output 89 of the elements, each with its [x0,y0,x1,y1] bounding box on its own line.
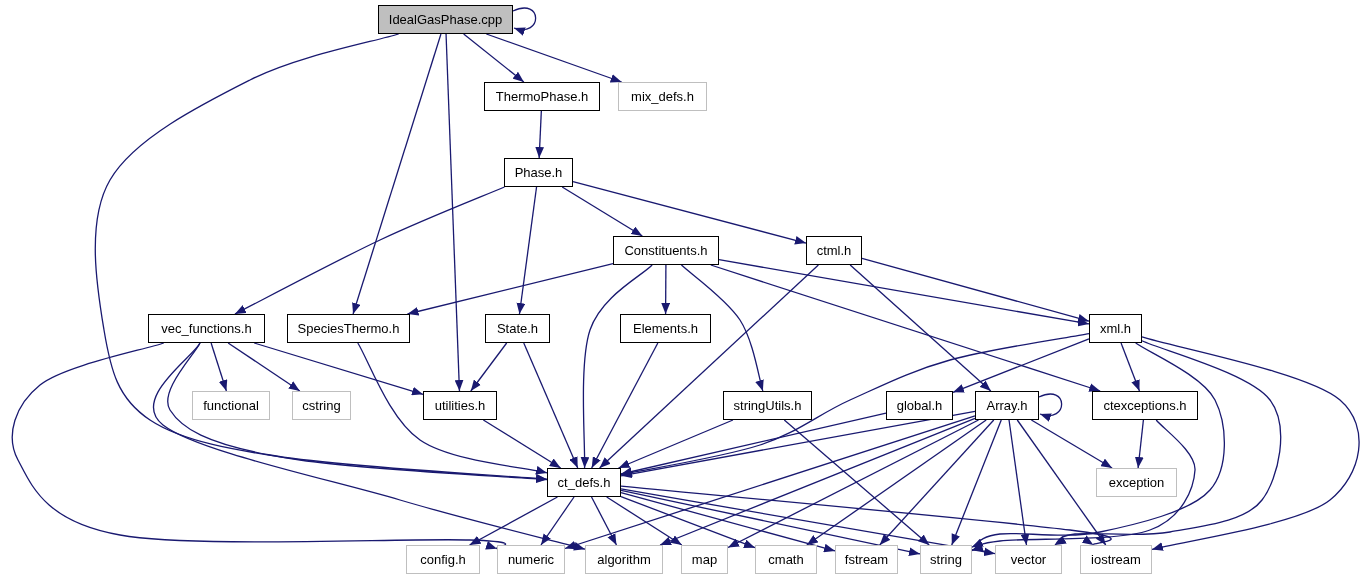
file-box: mix_defs.h [618,82,707,111]
arrow [599,264,820,469]
arrow [879,419,995,546]
arrow [620,488,996,557]
arrow [227,342,301,392]
file-box: ctml.h [806,236,862,265]
arrow [620,489,921,556]
arrow [463,33,525,83]
file-box: string [920,545,972,574]
arrow [620,495,756,549]
arrow [606,496,683,546]
file-box: cmath [755,545,817,574]
arrow [1016,419,1107,546]
arrow [1038,393,1063,421]
file-box: State.h [485,314,550,343]
arrow [1120,342,1141,392]
file-box: exception [1096,468,1177,497]
arrow [951,419,1002,546]
arrow [861,257,1090,323]
file-box: functional [192,391,270,420]
file-box: Phase.h [504,158,573,187]
arrow [620,485,1112,546]
arrow [352,33,442,315]
arrow [535,110,545,159]
arrow [153,342,586,551]
arrow [727,419,980,549]
arrow [620,412,887,476]
arrow [580,264,653,469]
file-box: xml.h [1089,314,1142,343]
arrow [561,186,643,237]
arrow [718,259,1090,327]
arrow [1141,336,1360,552]
arrow [523,342,579,469]
arrow [564,415,976,550]
file-box: stringUtils.h [723,391,812,420]
file-box: utilities.h [423,391,497,420]
arrow [470,342,508,392]
arrow [406,262,614,316]
arrow [512,7,537,35]
arrow [516,186,538,315]
arrow [783,419,930,546]
arrow [1008,419,1030,546]
file-box: fstream [835,545,898,574]
arrow [710,264,1101,392]
file-box: ct_defs.h [547,468,621,497]
arrow [482,419,562,469]
file-box: iostream [1080,545,1152,574]
arrow [1134,419,1145,469]
arrow [620,332,1090,477]
arrow [617,419,734,469]
arrow [572,180,807,245]
file-box: Constituents.h [613,236,719,265]
file-box: global.h [886,391,953,420]
file-box: vec_functions.h [148,314,265,343]
file-box: Elements.h [620,314,711,343]
arrow [357,342,548,475]
file-box: IdealGasPhase.cpp [378,5,513,34]
file-box: vector [995,545,1062,574]
arrow [485,33,623,83]
arrow [253,342,424,396]
arrow [620,491,836,553]
arrow [659,417,976,546]
file-box: SpeciesThermo.h [287,314,410,343]
arrow [661,264,671,315]
arrow [234,186,506,315]
arrow [468,496,559,546]
arrow [445,33,464,392]
arrow [11,342,507,550]
arrow [849,264,992,392]
file-box: numeric [497,545,565,574]
arrow [971,419,1196,552]
arrow [620,410,976,479]
arrow [971,342,1225,548]
arrow [210,342,228,392]
arrow [591,342,659,469]
file-box: algorithm [585,545,663,574]
arrow [952,338,1090,393]
file-box: ThermoPhase.h [484,82,600,111]
file-box: cstring [292,391,351,420]
arrow [1054,340,1282,546]
file-box: Array.h [975,391,1039,420]
file-box: ctexceptions.h [1092,391,1198,420]
file-box: config.h [406,545,480,574]
arrow [590,496,618,546]
arrow [1030,419,1113,469]
arrow [540,496,575,546]
arrow [806,419,987,546]
file-box: map [681,545,728,574]
arrow [680,264,765,392]
